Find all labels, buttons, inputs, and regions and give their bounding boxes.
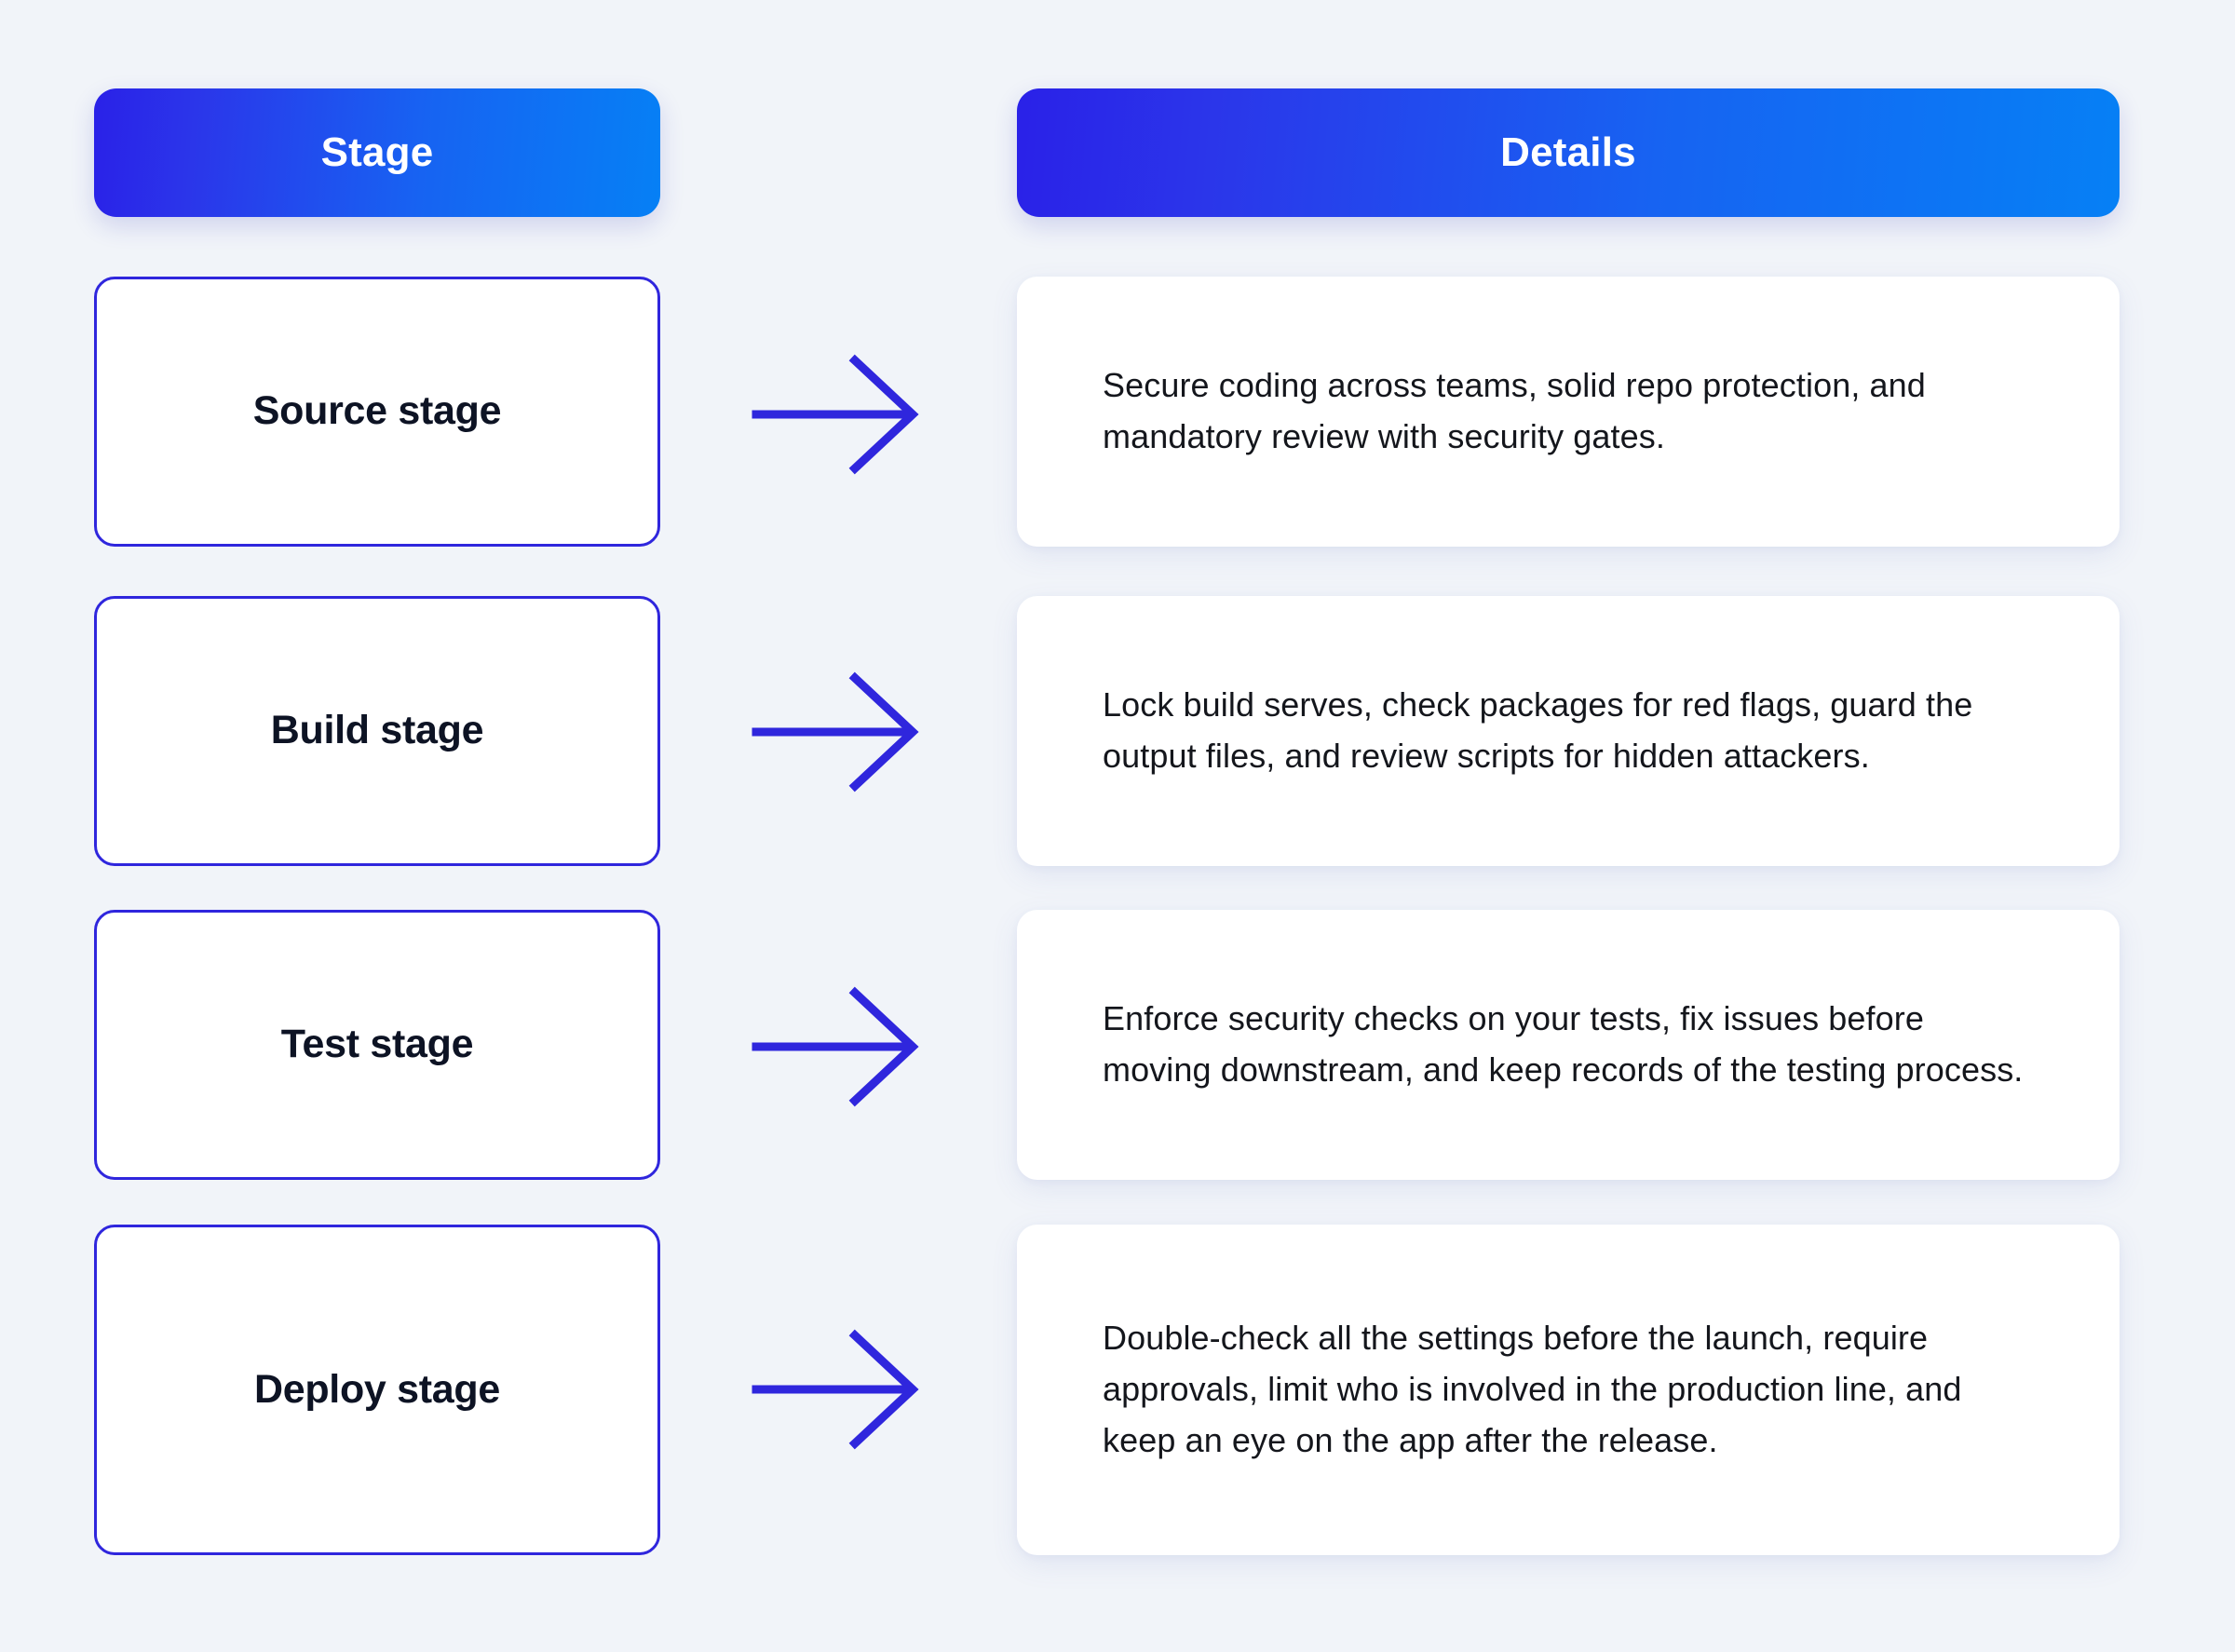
stage-card-deploy[interactable]: Deploy stage (94, 1225, 660, 1555)
arrow-right-icon (752, 1329, 919, 1450)
stage-card-source[interactable]: Source stage (94, 277, 660, 547)
stage-card-test[interactable]: Test stage (94, 910, 660, 1180)
stage-card-label: Build stage (270, 708, 484, 753)
column-header-details: Details (1017, 88, 2120, 217)
arrow-right-icon (752, 671, 919, 792)
details-card-text: Secure coding across teams, solid repo p… (1103, 366, 1926, 455)
column-header-details-label: Details (1500, 129, 1636, 175)
details-card-text: Lock build serves, check packages for re… (1103, 685, 1973, 775)
arrow-right-icon (752, 986, 919, 1107)
stage-card-label: Deploy stage (253, 1366, 501, 1412)
arrow-right-icon (752, 354, 919, 475)
stage-card-label: Source stage (252, 388, 502, 434)
details-card-test: Enforce security checks on your tests, f… (1017, 910, 2120, 1180)
details-card-build: Lock build serves, check packages for re… (1017, 596, 2120, 866)
column-header-stage-label: Stage (320, 129, 434, 175)
details-card-source: Secure coding across teams, solid repo p… (1017, 277, 2120, 547)
details-card-text: Double-check all the settings before the… (1103, 1319, 1962, 1459)
stage-card-build[interactable]: Build stage (94, 596, 660, 866)
details-card-deploy: Double-check all the settings before the… (1017, 1225, 2120, 1555)
stage-card-label: Test stage (280, 1022, 474, 1067)
column-header-stage: Stage (94, 88, 660, 217)
details-card-text: Enforce security checks on your tests, f… (1103, 999, 2024, 1089)
